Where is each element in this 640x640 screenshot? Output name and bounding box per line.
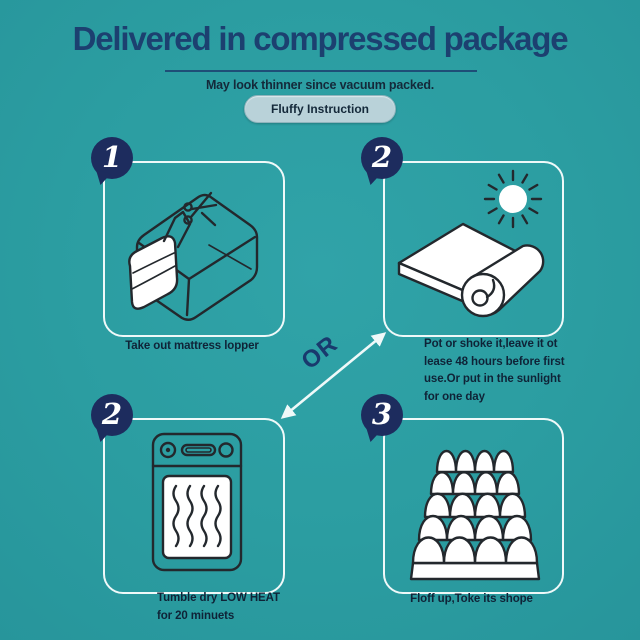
step-caption: Floff up,Toke its shope	[410, 593, 533, 605]
step-panel-sunlight: 2	[361, 137, 564, 337]
or-double-arrow-icon	[280, 332, 387, 419]
dryer-window	[161, 474, 233, 560]
step-caption: Pot or shoke it,leave it ot lease 48 hou…	[424, 338, 565, 403]
fluffy-instruction-badge: Fluffy Instruction	[244, 95, 396, 123]
step-number-badge: 1	[91, 137, 133, 179]
unrolling-topper-illustration	[397, 169, 545, 318]
folded-topper	[128, 235, 179, 310]
step-number-badge: 3	[361, 394, 403, 436]
step-panel-tumble-dry: 2	[91, 394, 285, 594]
step-caption: Tumble dry LOW HEAT for 20 minuets	[157, 592, 280, 622]
fluffed-topper-illustration	[409, 450, 541, 581]
step-number-badge: 2	[361, 137, 403, 179]
title-underline	[165, 70, 477, 72]
step-number-badge: 2	[91, 394, 133, 436]
step-panel-fluff-up: 3	[361, 394, 564, 594]
vacuum-packed-topper-illustration	[128, 191, 259, 321]
step-caption: Take out mattress lopper	[125, 340, 259, 352]
page-title: Delivered in compressed package	[72, 20, 569, 57]
subtitle: May look thinner since vacuum packed.	[205, 78, 435, 92]
scissors-icon	[183, 191, 218, 225]
sun-icon	[483, 169, 543, 229]
step-panel-take-out: 1	[91, 137, 285, 337]
tumble-dryer-illustration	[151, 432, 243, 572]
heat-waves-icon	[172, 484, 222, 548]
